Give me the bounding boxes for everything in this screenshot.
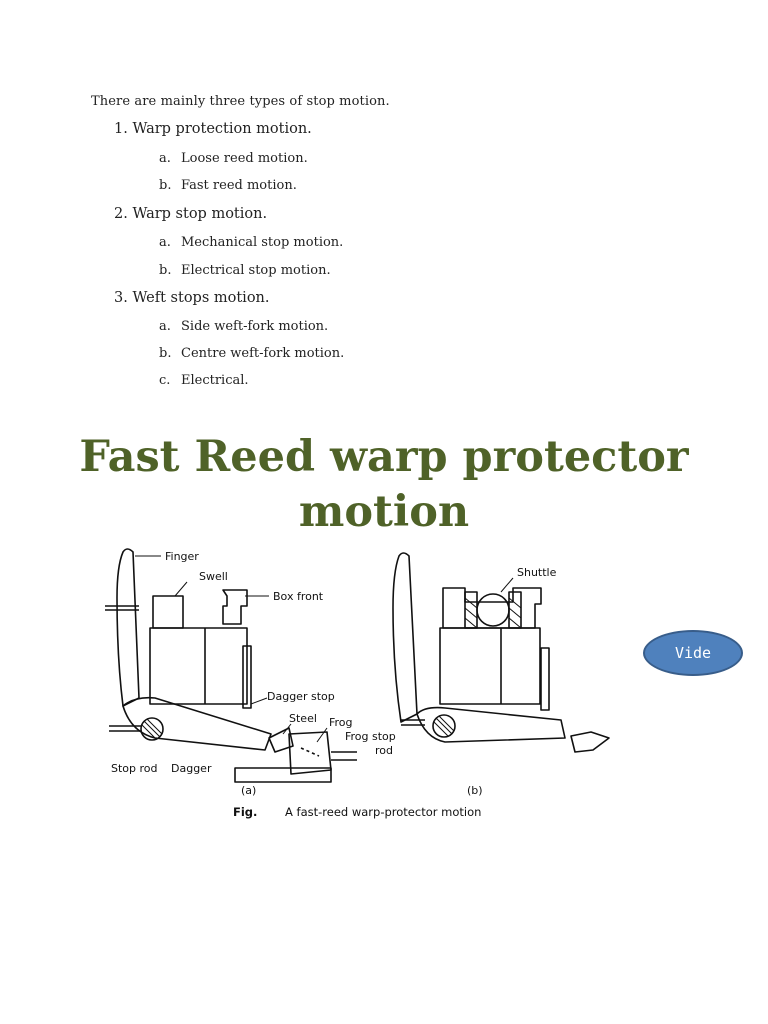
label-swell: Swell [199,570,228,583]
sub-text: Centre weft-fork motion. [181,346,345,361]
intro-text: There are mainly three types of stop mot… [91,94,390,109]
outline-item-2: 2. Warp stop motion. [114,206,268,222]
leader-frog [316,727,328,743]
section-heading: Fast Reed warp protector motion [0,430,768,540]
frog-base [234,767,332,783]
sub-text: Loose reed motion. [181,151,308,166]
figure-caption-prefix: Fig. [233,805,257,819]
shuttle-right-hatch [508,597,522,629]
swell-block [152,595,184,629]
outline-subitem-3a: a. Side weft-fork motion. [159,319,328,334]
stop-rod-pin-a [109,725,141,732]
dagger-a [122,696,272,751]
heading-line-1: Fast Reed warp protector [79,432,689,482]
leader-shuttle [500,577,514,593]
sub-text: Side weft-fork motion. [181,319,329,334]
heading-line-2: motion [298,487,470,537]
sub-letter: a. [159,235,171,250]
leader-steel [282,723,292,735]
leader-swell [174,581,188,597]
outline-subitem-2b: b. Electrical stop motion. [159,263,331,278]
sub-letter: b. [159,263,172,278]
label-steel: Steel [289,712,317,725]
shuttle-left-hatch [464,597,478,629]
sub-letter: a. [159,151,171,166]
finger-upright-a [116,548,140,707]
sub-text: Mechanical stop motion. [181,235,344,250]
frog-stop-rod [331,751,357,761]
label-frog: Frog [329,716,353,729]
stop-rod-hatch-b [433,715,455,737]
label-box-front: Box front [273,590,324,603]
sub-letter: b. [159,178,172,193]
shuttle [476,593,510,627]
figure-caption: A fast-reed warp-protector motion [285,805,481,819]
finger-upright-b [392,552,418,723]
outline-subitem-1a: a. Loose reed motion. [159,151,308,166]
label-part-b: (b) [467,784,483,797]
label-part-a: (a) [241,784,256,797]
video-button[interactable]: Vide [643,630,743,676]
box-front [222,589,248,625]
outline-item-1: 1. Warp protection motion. [114,121,312,137]
label-frog-stop-rod-2: rod [375,744,393,757]
stop-rod-a [140,717,164,741]
label-frog-stop-rod-1: Frog stop [345,730,396,743]
outline-item-3: 3. Weft stops motion. [114,290,270,306]
sub-letter: c. [159,373,171,388]
leader-dagger-stop [250,697,268,705]
label-dagger-stop: Dagger stop [267,690,335,703]
sub-text: Fast reed motion. [181,178,297,193]
label-shuttle: Shuttle [517,566,557,579]
dagger-stop-plate [242,645,252,709]
sub-text: Electrical stop motion. [181,263,331,278]
outline-subitem-3c: c. Electrical. [159,373,249,388]
sub-letter: a. [159,319,171,334]
label-finger: Finger [165,550,199,563]
sub-letter: b. [159,346,172,361]
dagger-stop-plate-b [540,647,550,711]
frog-b [570,731,610,753]
frog-dash [300,747,320,757]
outline-subitem-3b: b. Centre weft-fork motion. [159,346,344,361]
slay-body-b [439,627,541,705]
finger-pin-a [105,605,139,611]
stop-rod-hatch-a [141,718,163,740]
label-stop-rod: Stop rod [111,762,158,775]
stop-rod-b [432,714,456,738]
slay-body-a [149,627,248,705]
outline-subitem-2a: a. Mechanical stop motion. [159,235,343,250]
label-dagger: Dagger [171,762,212,775]
dagger-b [416,706,566,743]
fast-reed-diagram: Finger Swell Box front Dagger stop Steel… [105,548,610,819]
fast-reed-figure: Finger Swell Box front Dagger stop Steel… [95,538,625,828]
steel [268,727,294,753]
sub-text: Electrical. [181,373,249,388]
outline-subitem-1b: b. Fast reed motion. [159,178,297,193]
